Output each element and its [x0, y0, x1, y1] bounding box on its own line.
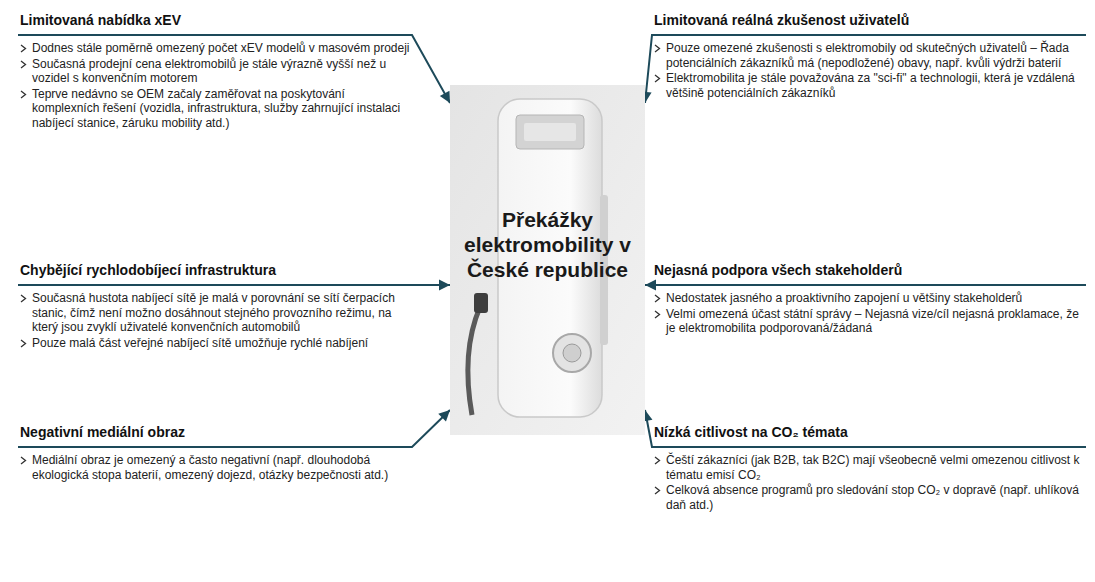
- group-heading: Nízká citlivost na CO₂ témata: [654, 424, 1086, 441]
- bullet-marker: [654, 74, 661, 83]
- bullet-marker: [654, 44, 661, 53]
- bullet-marker: [20, 44, 27, 53]
- bullet-marker: [654, 310, 661, 319]
- bullet-text: Současná hustota nabíjecí sítě je malá v…: [18, 291, 412, 335]
- bullet-text: Nedostatek jasného a proaktivního zapoje…: [652, 291, 1086, 306]
- arrow-head: [645, 280, 656, 291]
- bullet-marker: [20, 456, 27, 465]
- bullet-text: Mediální obraz je omezený a často negati…: [18, 453, 412, 482]
- barrier-group: Limitovaná nabídka xEV Dodnes stále poměr…: [18, 12, 412, 131]
- bullet-marker: [654, 486, 661, 495]
- bullet-text: Pouze malá část veřejné nabíjecí sítě um…: [18, 336, 412, 351]
- center-title: Překážky elektromobility v České republi…: [456, 207, 639, 282]
- connector-line: [18, 410, 450, 447]
- bullet-text: Velmi omezená účast státní správy – Neja…: [652, 307, 1086, 336]
- bullet-text: Celková absence programů pro sledování s…: [652, 483, 1086, 512]
- bullet-marker: [20, 294, 27, 303]
- arrow-head: [438, 410, 450, 422]
- bullet-text: Čeští zákazníci (jak B2B, tak B2C) mají …: [652, 453, 1086, 482]
- bullet-text: Pouze omezené zkušenosti s elektromobily…: [652, 41, 1086, 70]
- bullet-text: Dodnes stále poměrně omezený počet xEV m…: [18, 41, 412, 56]
- bullet-text: Teprve nedávno se OEM začaly zaměřovat n…: [18, 87, 412, 131]
- barrier-group: Nejasná podpora všech stakeholderůNedost…: [652, 262, 1086, 337]
- bullet-marker: [654, 456, 661, 465]
- barrier-group: Nízká citlivost na CO₂ témataČeští zákaz…: [652, 424, 1086, 513]
- group-heading: Negativní mediální obraz: [20, 424, 412, 441]
- group-heading: Limitovaná nabídka xEV: [20, 12, 412, 29]
- connector-arrow: [645, 280, 1086, 291]
- bullet-text: Elektromobilita je stále považována za "…: [652, 71, 1086, 100]
- connector-line: [645, 410, 1086, 447]
- group-heading: Nejasná podpora všech stakeholderů: [654, 262, 1086, 279]
- connector-line: [645, 284, 1086, 286]
- bullet-text: Současná prodejní cena elektromobilů je …: [18, 57, 412, 86]
- connector-arrow: [18, 280, 450, 291]
- barrier-group: Limitovaná reálná zkušenost uživatelůPou…: [652, 12, 1086, 101]
- bullet-marker: [20, 60, 27, 69]
- barrier-group: Chybějící rychlodobíjecí infrastrukturaS…: [18, 262, 412, 351]
- connector-line: [645, 35, 1086, 103]
- connector-arrow: [641, 35, 1086, 103]
- bullet-marker: [20, 90, 27, 99]
- connector-arrow: [18, 410, 450, 447]
- arrow-head: [439, 280, 450, 291]
- connector-arrow: [642, 410, 1086, 447]
- center-panel: Překážky elektromobility v České republi…: [450, 85, 645, 435]
- bullet-marker: [654, 294, 661, 303]
- barrier-group: Negativní mediální obrazMediální obraz j…: [18, 424, 412, 483]
- group-heading: Chybějící rychlodobíjecí infrastruktura: [20, 262, 412, 279]
- connector-line: [18, 284, 450, 286]
- arrow-head: [440, 91, 450, 103]
- bullet-marker: [20, 339, 27, 348]
- group-heading: Limitovaná reálná zkušenost uživatelů: [654, 12, 1086, 29]
